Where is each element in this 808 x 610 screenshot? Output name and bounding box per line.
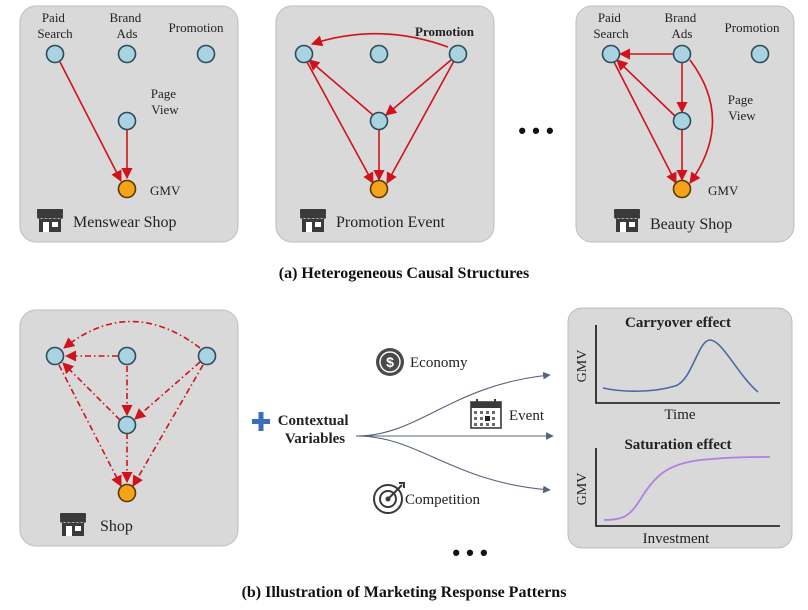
label-paid-search: Paid Search bbox=[37, 10, 73, 41]
node-brand-ads bbox=[117, 346, 137, 366]
shop-icon bbox=[37, 209, 63, 232]
node-page-view bbox=[672, 111, 692, 131]
label-gmv: GMV bbox=[150, 183, 181, 198]
arrow-to-carryover bbox=[355, 371, 551, 437]
label-promotion: Promotion bbox=[415, 24, 475, 39]
node-paid-search bbox=[294, 44, 314, 64]
edge-pageview-search bbox=[308, 59, 374, 116]
factor-economy: $ Economy bbox=[376, 348, 468, 376]
plot-axes bbox=[595, 448, 780, 527]
factor-label: Economy bbox=[410, 355, 468, 371]
node-paid-search bbox=[45, 346, 65, 366]
plot-xlabel: Time bbox=[664, 407, 695, 423]
graph-menswear: Paid Search Brand Ads Promotion Page Vie… bbox=[19, 5, 239, 243]
label-page-view: Page View bbox=[728, 92, 757, 123]
plot-saturation: Saturation effect GMV Investment bbox=[575, 437, 780, 547]
label-promotion: Promotion bbox=[725, 20, 780, 35]
caption-a: (a) Heterogeneous Causal Structures bbox=[279, 265, 530, 282]
shop-label: Shop bbox=[100, 518, 133, 535]
node-gmv bbox=[117, 179, 137, 199]
caption-b: (b) Illustration of Marketing Response P… bbox=[242, 584, 567, 601]
edge-pageview-search bbox=[616, 59, 676, 117]
shop-label: Promotion Event bbox=[336, 214, 445, 231]
arrow-to-saturation bbox=[355, 435, 551, 494]
plus-icon bbox=[252, 412, 270, 431]
contextual-variables-label: Contextual Variables bbox=[278, 413, 353, 447]
carryover-curve bbox=[602, 339, 759, 393]
factor-competition: Competition bbox=[373, 482, 481, 514]
factor-event: Event bbox=[470, 399, 545, 429]
plot-carryover: Carryover effect GMV Time bbox=[575, 315, 780, 423]
node-gmv bbox=[369, 179, 389, 199]
calendar-icon bbox=[470, 399, 502, 429]
plot-axes bbox=[595, 325, 780, 404]
node-page-view bbox=[369, 111, 389, 131]
shop-icon bbox=[60, 513, 86, 536]
edge-promo-search bbox=[63, 320, 201, 349]
node-page-view bbox=[117, 415, 137, 435]
graph-shop-general: Shop bbox=[19, 309, 239, 547]
shop-icon bbox=[614, 209, 640, 232]
dollar-coin-icon: $ bbox=[376, 348, 404, 376]
plot-ylabel: GMV bbox=[575, 350, 590, 383]
plot-title: Carryover effect bbox=[625, 315, 731, 331]
label-brand-ads: Brand Ads bbox=[664, 10, 699, 41]
target-icon bbox=[373, 482, 405, 514]
edge-search-gmv bbox=[59, 61, 122, 182]
saturation-curve bbox=[603, 456, 771, 521]
edge-promo-gmv bbox=[386, 60, 455, 184]
ellipsis: • • • bbox=[518, 118, 553, 143]
node-brand-ads bbox=[369, 44, 389, 64]
node-promotion bbox=[448, 44, 468, 64]
graph-beauty: Paid Search Brand Ads Promotion Page Vie… bbox=[575, 5, 795, 243]
node-brand-ads bbox=[672, 44, 692, 64]
label-paid-search: Paid Search bbox=[593, 10, 629, 41]
node-promotion bbox=[196, 44, 216, 64]
factor-label: Event bbox=[509, 408, 545, 424]
plot-title: Saturation effect bbox=[624, 437, 731, 453]
label-page-view: Page View bbox=[151, 86, 180, 117]
label-gmv: GMV bbox=[708, 183, 739, 198]
plot-ylabel: GMV bbox=[575, 473, 590, 506]
edge-brand-gmv bbox=[689, 59, 714, 184]
node-paid-search bbox=[601, 44, 621, 64]
edge-promo-pageview bbox=[385, 59, 452, 116]
shop-label: Beauty Shop bbox=[650, 216, 732, 233]
edge-search-gmv bbox=[58, 364, 122, 487]
edge-search-gmv bbox=[613, 61, 677, 184]
shop-label: Menswear Shop bbox=[73, 214, 177, 231]
edge-promo-pageview bbox=[134, 361, 201, 420]
node-gmv bbox=[117, 483, 137, 503]
label-promotion: Promotion bbox=[169, 20, 224, 35]
response-patterns-panel bbox=[567, 307, 793, 549]
factor-label: Competition bbox=[405, 492, 481, 508]
label-brand-ads: Brand Ads bbox=[109, 10, 144, 41]
node-paid-search bbox=[45, 44, 65, 64]
node-promotion bbox=[750, 44, 770, 64]
svg-text:$: $ bbox=[386, 354, 394, 370]
shop-icon bbox=[300, 209, 326, 232]
edge-promo-gmv bbox=[132, 364, 204, 487]
graph-promotion-event: Promotion Promotion Event bbox=[275, 5, 495, 243]
node-brand-ads bbox=[117, 44, 137, 64]
ellipsis: • • • bbox=[452, 540, 487, 565]
node-gmv bbox=[672, 179, 692, 199]
node-page-view bbox=[117, 111, 137, 131]
plot-xlabel: Investment bbox=[643, 531, 710, 547]
edge-search-gmv bbox=[306, 61, 374, 184]
edge-promo-search bbox=[310, 32, 449, 48]
node-promotion bbox=[197, 346, 217, 366]
